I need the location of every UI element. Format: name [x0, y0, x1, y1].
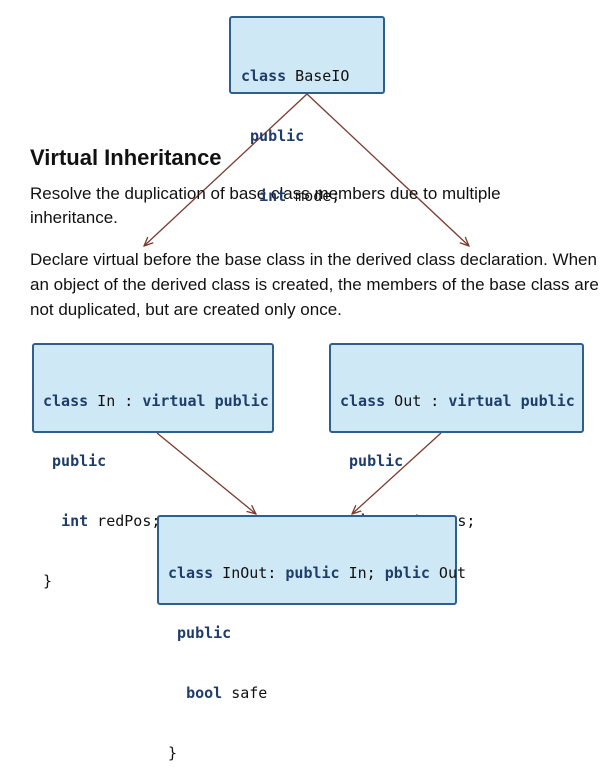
code-keyword: pblic [384, 564, 430, 582]
code-keyword: virtual public [448, 392, 575, 410]
code-text: BaseIO [286, 67, 350, 85]
arrow-base-to-out [306, 93, 469, 246]
code-keyword: int [259, 187, 287, 205]
code-keyword: public [285, 564, 340, 582]
code-line-close: } [168, 743, 455, 763]
code-keyword: class [241, 67, 287, 85]
code-line-member: bool safe [168, 683, 455, 703]
arrow-out-to-inout [352, 432, 442, 514]
code-keyword: public [250, 127, 305, 145]
code-keyword: public [177, 624, 232, 642]
code-text: safe [222, 684, 268, 702]
code-line-access: public [241, 126, 383, 146]
description-paragraph-2: Declare virtual before the base class in… [30, 250, 599, 319]
code-keyword: int [61, 512, 89, 530]
code-line-access: public [168, 623, 455, 643]
code-text: mode; [286, 187, 341, 205]
code-line-close: } [43, 571, 272, 591]
code-text: Out [429, 564, 467, 582]
code-text: } [43, 572, 53, 590]
code-box-in: class In : virtual public public int red… [32, 343, 274, 590]
page-title: Virtual Inheritance [30, 145, 222, 170]
description-paragraph-1: Resolve the duplication of base class me… [30, 184, 501, 227]
code-line-class-decl: class In : virtual public [43, 391, 272, 411]
code-line-member: int redPos; [43, 511, 272, 531]
inheritance-arrows [0, 93, 614, 615]
code-keyword: public [349, 452, 404, 470]
code-keyword: virtual public [142, 392, 269, 410]
code-text: Out : [385, 392, 449, 410]
code-line-class-decl: class InOut: public In; pblic Out [168, 563, 466, 583]
code-text: In : [88, 392, 143, 410]
arrow-in-to-inout [156, 432, 256, 514]
code-keyword: public [52, 452, 107, 470]
code-keyword: class [168, 564, 214, 582]
code-line-access: public [43, 451, 272, 471]
code-text: } [168, 744, 178, 762]
code-keyword: class [340, 392, 386, 410]
code-line-class-decl: class BaseIO [241, 66, 383, 86]
code-text: In; [339, 564, 385, 582]
code-line-access: public [340, 451, 582, 471]
code-box-inout: class InOut: public In; pblic Out public… [157, 515, 466, 762]
code-line-member: int mode; [241, 186, 383, 206]
code-text: redPos; [88, 512, 161, 530]
code-box-baseio: class BaseIO public int mode; [229, 16, 385, 205]
code-keyword: class [43, 392, 89, 410]
code-text: InOut: [213, 564, 286, 582]
code-keyword: bool [186, 684, 223, 702]
code-box-out: class Out : virtual public public int wr… [329, 343, 584, 590]
code-line-class-decl: class Out : virtual public [340, 391, 582, 411]
arrow-base-to-in [144, 93, 308, 246]
